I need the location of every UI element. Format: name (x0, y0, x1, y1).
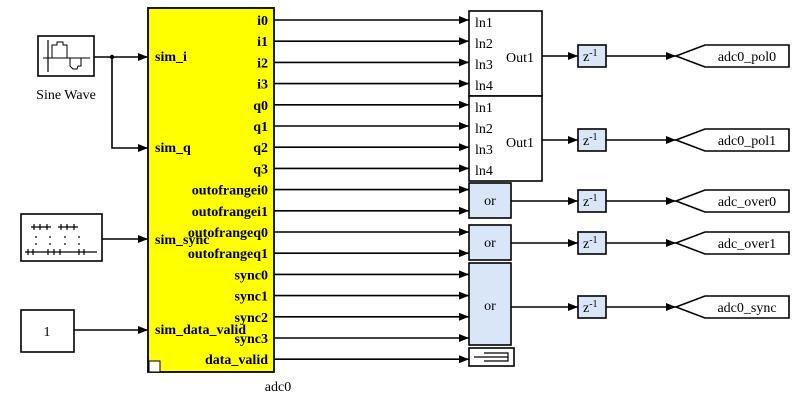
mux-i-in2: ln2 (475, 37, 493, 52)
mux-i-in3: ln3 (475, 58, 493, 73)
port-i2: i2 (257, 56, 268, 71)
or-block-q[interactable]: or (468, 224, 512, 261)
unit-delay-block[interactable]: z-1 (577, 295, 607, 319)
adc0-label: adc0 (265, 380, 291, 395)
or-q-label: or (484, 236, 496, 251)
delay-label: z-1 (583, 132, 598, 149)
mux-i-in1: ln1 (475, 16, 493, 31)
adc0-block[interactable]: sim_i sim_q sim_sync sim_data_valid i0 i1… (147, 7, 275, 373)
mux-q-in3: ln3 (475, 143, 493, 158)
pulse-generator-block[interactable] (20, 213, 103, 262)
or-block-sync[interactable]: or (468, 262, 512, 346)
unit-delay-block[interactable]: z-1 (577, 231, 607, 255)
mux-q-in4: ln4 (475, 164, 493, 179)
goto-block[interactable]: adc_over1 (673, 231, 790, 255)
or-sync-label: or (484, 299, 496, 314)
chain-adc0-pol0: z-1 adc0_pol0 (542, 44, 790, 68)
port-i0: i0 (257, 14, 268, 29)
terminator-block[interactable] (468, 347, 515, 367)
chain-adc0-pol1: z-1 adc0_pol1 (542, 128, 790, 152)
port-sim-sync: sim_sync (155, 233, 209, 248)
unit-delay-block[interactable]: z-1 (577, 44, 607, 68)
port-outofrangeq1: outofrangeq1 (188, 247, 268, 262)
pulse-pattern-icon (25, 224, 97, 255)
port-sim-q: sim_q (155, 141, 191, 156)
terminator-icon (474, 352, 509, 362)
delay-label: z-1 (583, 193, 598, 210)
chain-adc-over0: z-1 adc_over0 (511, 189, 790, 213)
subsystem-link-icon (148, 360, 161, 373)
delay-label: z-1 (583, 48, 598, 65)
port-outofrangei1: outofrangei1 (192, 205, 268, 220)
port-sync0: sync0 (235, 268, 268, 283)
port-q3: q3 (253, 162, 268, 177)
port-i3: i3 (257, 78, 268, 93)
mux-q-out1: Out1 (506, 136, 534, 151)
goto-block[interactable]: adc0_pol0 (673, 44, 790, 68)
or-block-i[interactable]: or (468, 182, 512, 219)
goto-tag: adc0_pol1 (718, 134, 776, 149)
sine-wave-block[interactable] (37, 35, 95, 77)
port-q2: q2 (253, 141, 268, 156)
chain-adc-over1: z-1 adc_over1 (511, 231, 790, 255)
delay-label: z-1 (583, 299, 598, 316)
port-sync1: sync1 (235, 290, 268, 305)
goto-tag: adc_over0 (718, 195, 776, 210)
port-sim-data-valid: sim_data_valid (155, 323, 246, 338)
constant-value: 1 (44, 325, 51, 340)
port-outofrangei0: outofrangei0 (192, 184, 268, 199)
mux-q-in1: ln1 (475, 101, 493, 116)
source-wires (74, 53, 148, 334)
mux-i-out1: Out1 (506, 51, 534, 66)
goto-block[interactable]: adc_over0 (673, 189, 790, 213)
sine-wave-icon (43, 40, 90, 72)
unit-delay-block[interactable]: z-1 (577, 128, 607, 152)
mux-i-in4: ln4 (475, 79, 493, 94)
mux-block-i[interactable]: ln1 ln2 ln3 ln4 Out1 (468, 10, 543, 97)
unit-delay-block[interactable]: z-1 (577, 189, 607, 213)
sine-wave-label: Sine Wave (36, 88, 96, 103)
delay-label: z-1 (583, 235, 598, 252)
port-data-valid: data_valid (205, 353, 268, 368)
mux-q-in2: ln2 (475, 122, 493, 137)
port-sync3: sync3 (235, 332, 268, 347)
goto-tag: adc_over1 (718, 237, 776, 252)
adc-output-wires (274, 16, 469, 364)
port-q0: q0 (253, 99, 268, 114)
port-sim-i: sim_i (155, 50, 187, 65)
port-outofrangeq0: outofrangeq0 (188, 226, 268, 241)
port-sync2: sync2 (235, 311, 268, 326)
chain-adc0-sync: z-1 adc0_sync (511, 295, 790, 319)
mux-block-q[interactable]: ln1 ln2 ln3 ln4 Out1 (468, 95, 543, 182)
goto-tag: adc0_sync (717, 301, 776, 316)
or-i-label: or (484, 194, 496, 209)
port-i1: i1 (257, 35, 268, 50)
port-q1: q1 (253, 120, 268, 135)
goto-tag: adc0_pol0 (718, 50, 776, 65)
goto-block[interactable]: adc0_pol1 (673, 128, 790, 152)
goto-block[interactable]: adc0_sync (673, 295, 790, 319)
constant-block[interactable]: 1 (20, 309, 75, 353)
